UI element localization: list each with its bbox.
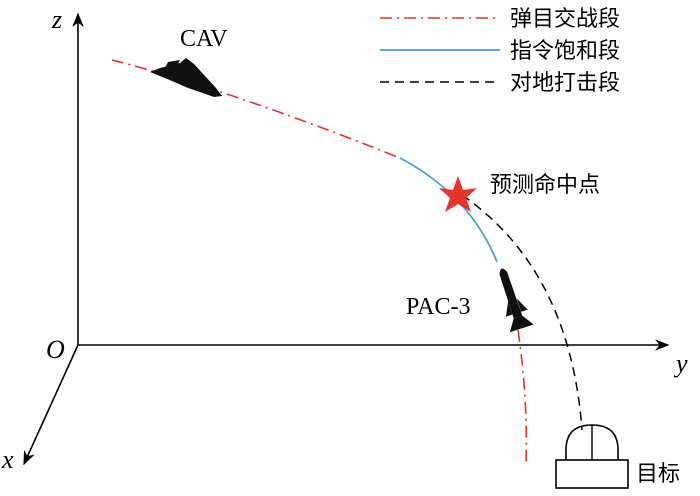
intercept-point-label: 预测命中点	[490, 173, 600, 198]
origin-label: O	[46, 335, 65, 364]
legend-label-strike: 对地打击段	[510, 71, 620, 96]
pac3-trajectory	[517, 329, 528, 463]
z-axis-label: z	[51, 5, 62, 34]
x-axis	[23, 344, 79, 466]
legend-label-saturation: 指令饱和段	[510, 39, 620, 64]
y-axis-label: y	[673, 349, 688, 378]
legend-label-engagement: 弹目交战段	[510, 7, 620, 32]
cav-trajectory-strike	[461, 194, 583, 431]
x-axis-label: x	[1, 445, 14, 474]
cav-vehicle-icon	[150, 58, 222, 97]
target-label: 目标	[636, 462, 680, 487]
intercept-star-icon	[439, 176, 477, 212]
cav-label: CAV	[180, 26, 228, 52]
cav-trajectory-saturation	[399, 157, 498, 263]
pac3-missile-icon	[499, 268, 534, 333]
legend: 弹目交战段 指令饱和段 对地打击段	[380, 7, 620, 96]
pac3-label: PAC-3	[406, 294, 470, 320]
target-icon	[555, 424, 629, 489]
cav-trajectory-engagement	[111, 59, 401, 159]
